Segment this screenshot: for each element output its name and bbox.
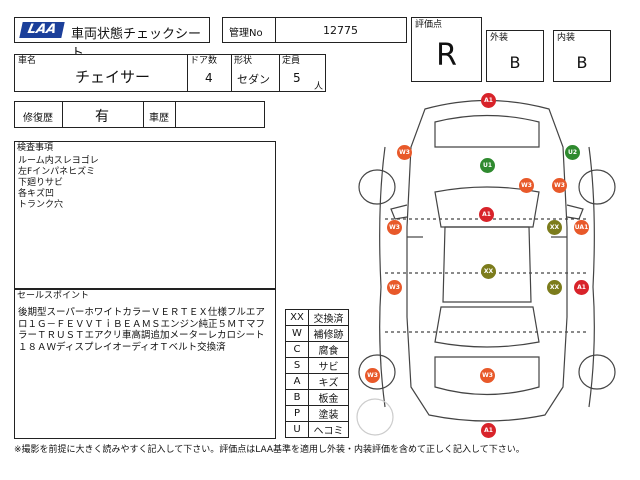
damage-marker: U2 [565, 145, 580, 160]
grade-box: 評価点 R [411, 17, 482, 82]
legend-code: C [285, 341, 309, 358]
sales-point-box: セールスポイント 後期型スーパーホワイトカラーＶＥＲＴＥＸ仕様フルエアロ１Ｇ－Ｆ… [14, 289, 276, 439]
damage-marker: A1 [481, 423, 496, 438]
car-info-box: 車名 チェイサー ドア数 4 形状 セダン 定員 5 人 [14, 54, 326, 92]
repair-history-label: 修復歴 [23, 113, 53, 124]
damage-marker: U1 [480, 158, 495, 173]
shape-value: セダン [237, 73, 270, 86]
damage-marker: W3 [519, 178, 534, 193]
damage-marker: W3 [387, 280, 402, 295]
exterior-grade-box: 外装 B [486, 30, 544, 82]
damage-marker: XX [547, 280, 562, 295]
interior-value: B [576, 53, 588, 72]
exterior-label: 外装 [490, 33, 509, 43]
interior-label: 内装 [557, 33, 576, 43]
damage-marker: W3 [397, 145, 412, 160]
legend-meaning: 塗装 [308, 405, 349, 422]
grade-value: R [436, 38, 457, 73]
repair-history-value: 有 [95, 109, 109, 125]
capacity-value: 5 [293, 71, 301, 85]
damage-marker: W3 [365, 368, 380, 383]
shape-label: 形状 [234, 56, 253, 66]
capacity-unit: 人 [314, 82, 324, 92]
damage-marker: A1 [481, 93, 496, 108]
exterior-value: B [509, 53, 521, 72]
legend-code: B [285, 389, 309, 406]
car-diagram [356, 99, 616, 436]
sales-point-label: セールスポイント [17, 291, 90, 301]
car-name-value: チェイサー [75, 68, 151, 86]
inspection-box: 検査事項 ルーム内スレヨゴレ 左Fインパネヒズミ 下廻りサビ 各キズ凹 トランク… [14, 141, 276, 289]
header-logo-box: LAA 車両状態チェックシート [14, 17, 210, 61]
mgmt-no-label: 管理No [229, 28, 263, 39]
legend-meaning: 交換済 [308, 309, 349, 326]
sales-point-text: 後期型スーパーホワイトカラーＶＥＲＴＥＸ仕様フルエアロ１Ｇ－ＦＥＶＶＴｉＢＥＡＭ… [18, 307, 266, 353]
legend-meaning: キズ [308, 373, 349, 390]
grade-label: 評価点 [415, 20, 443, 30]
mgmt-no-value: 12775 [323, 24, 358, 37]
capacity-label: 定員 [282, 56, 301, 66]
legend-meaning: 補修跡 [308, 325, 349, 342]
damage-marker: W3 [552, 178, 567, 193]
damage-marker: A1 [574, 280, 589, 295]
damage-marker: XX [481, 264, 496, 279]
damage-marker: W3 [387, 220, 402, 235]
legend-meaning: 板金 [308, 389, 349, 406]
legend-code: W [285, 325, 309, 342]
damage-marker: A1 [479, 207, 494, 222]
legend-code: S [285, 357, 309, 374]
inspection-label: 検査事項 [17, 143, 54, 153]
interior-grade-box: 内装 B [553, 30, 611, 82]
damage-marker: UA1 [574, 220, 589, 235]
legend-meaning: 腐食 [308, 341, 349, 358]
doors-value: 4 [205, 71, 213, 85]
legend-meaning: サビ [308, 357, 349, 374]
legend-code: U [285, 421, 309, 438]
doors-label: ドア数 [190, 56, 218, 66]
mgmt-no-box: 管理No 12775 [222, 17, 407, 43]
laa-logo: LAA [19, 22, 65, 38]
history-box: 修復歴 有 車歴 [14, 101, 265, 128]
car-name-label: 車名 [18, 56, 37, 66]
legend-code: A [285, 373, 309, 390]
legend-code: P [285, 405, 309, 422]
legend-code: XX [285, 309, 309, 326]
damage-marker: XX [547, 220, 562, 235]
inspection-text: ルーム内スレヨゴレ 左Fインパネヒズミ 下廻りサビ 各キズ凹 トランク穴 [18, 156, 99, 210]
footer-note: ※撮影を前提に大きく読みやすく記入して下さい。評価点はLAA基準を適用し外装・内… [14, 445, 525, 455]
legend-meaning: ヘコミ [308, 421, 349, 438]
vehicle-history-label: 車歴 [149, 113, 169, 124]
damage-marker: W3 [480, 368, 495, 383]
